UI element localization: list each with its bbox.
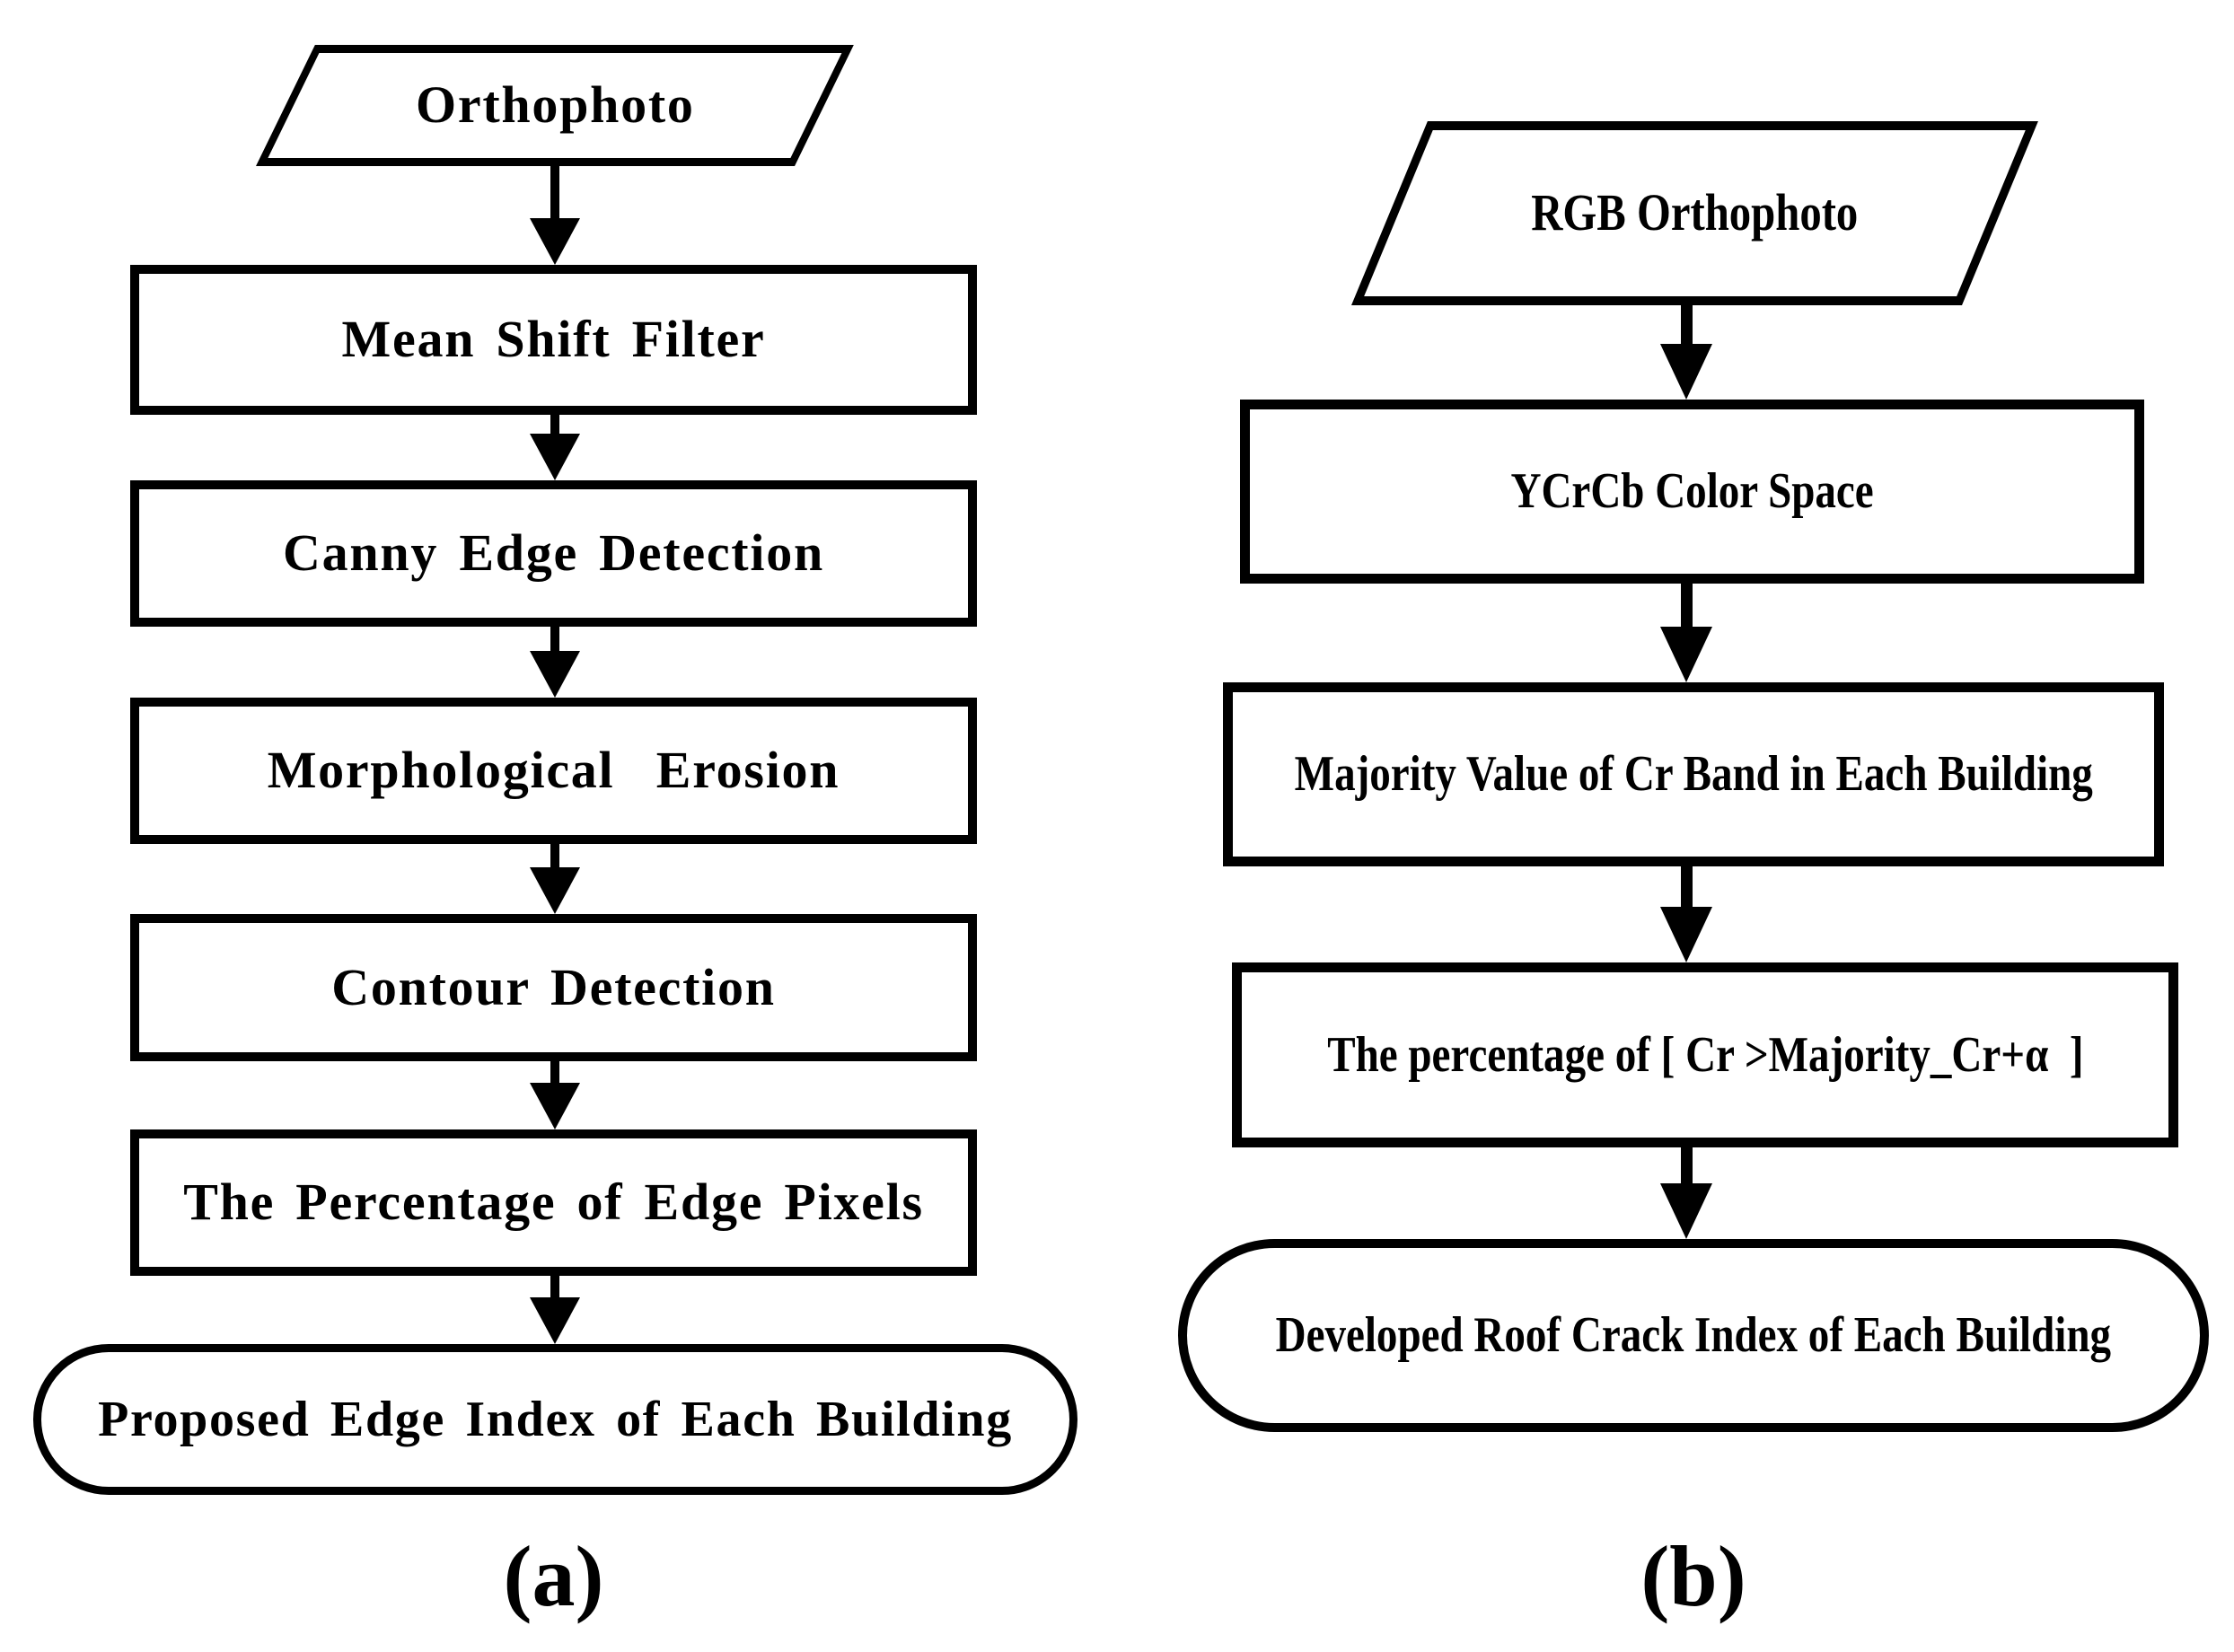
down-arrow xyxy=(1660,584,1712,682)
down-arrow xyxy=(529,844,581,914)
terminator-developed-roof-crack-index: Developed Roof Crack Index of Each Build… xyxy=(1178,1239,2209,1432)
down-arrow xyxy=(529,1061,581,1129)
down-arrow xyxy=(529,415,581,480)
arrow-head-icon xyxy=(530,867,580,914)
process-majority-value-cr-band-label: Majority Value of Cr Band in Each Buildi… xyxy=(1294,746,2093,803)
down-arrow xyxy=(1660,1147,1712,1239)
arrow-head-icon xyxy=(1660,344,1712,400)
io-orthophoto-node: Orthophoto xyxy=(256,45,854,166)
down-arrow xyxy=(1660,866,1712,962)
arrow-stem xyxy=(1680,584,1693,627)
terminator-proposed-edge-index: Proposed Edge Index of Each Building xyxy=(33,1344,1077,1495)
arrow-head-icon xyxy=(530,651,580,698)
arrow-stem xyxy=(550,1061,559,1083)
arrow-head-icon xyxy=(1660,907,1712,962)
process-mean-shift-filter: Mean Shift Filter xyxy=(130,265,977,415)
arrow-stem xyxy=(550,844,559,867)
terminator-developed-roof-crack-index-label: Developed Roof Crack Index of Each Build… xyxy=(1275,1307,2112,1364)
process-percentage-of-edge-pixels-label: The Percentage of Edge Pixels xyxy=(183,1173,924,1232)
process-canny-edge-detection-label: Canny Edge Detection xyxy=(283,523,824,583)
arrow-stem xyxy=(1680,1147,1693,1183)
caption-a: (a) xyxy=(503,1528,604,1624)
process-majority-value-cr-band: Majority Value of Cr Band in Each Buildi… xyxy=(1223,682,2164,866)
arrow-head-icon xyxy=(530,1083,580,1129)
process-percentage-cr-threshold-label: The percentage of [ Cr >Majority_Cr+α ] xyxy=(1326,1026,2084,1083)
process-morphological-erosion-label: Morphological Erosion xyxy=(267,741,840,800)
arrow-head-icon xyxy=(530,218,580,265)
arrow-stem xyxy=(1680,866,1693,907)
io-rgb-orthophoto-node: RGB Orthophoto xyxy=(1351,121,2038,305)
process-morphological-erosion: Morphological Erosion xyxy=(130,698,977,844)
process-mean-shift-filter-label: Mean Shift Filter xyxy=(341,310,766,369)
arrow-stem xyxy=(550,415,559,434)
arrow-head-icon xyxy=(1660,627,1712,682)
process-contour-detection: Contour Detection xyxy=(130,914,977,1061)
arrow-head-icon xyxy=(530,434,580,480)
io-orthophoto-label: Orthophoto xyxy=(415,75,695,135)
io-rgb-orthophoto-label: RGB Orthophoto xyxy=(1531,183,1859,242)
arrow-head-icon xyxy=(530,1297,580,1344)
down-arrow xyxy=(529,166,581,265)
process-canny-edge-detection: Canny Edge Detection xyxy=(130,480,977,627)
down-arrow xyxy=(529,627,581,698)
terminator-proposed-edge-index-label: Proposed Edge Index of Each Building xyxy=(98,1391,1013,1447)
arrow-stem xyxy=(1680,305,1693,344)
down-arrow xyxy=(529,1276,581,1344)
process-percentage-cr-threshold: The percentage of [ Cr >Majority_Cr+α ] xyxy=(1232,962,2178,1147)
process-ycrcb-color-space-label: YCrCb Color Space xyxy=(1510,463,1874,520)
down-arrow xyxy=(1660,305,1712,400)
caption-b: (b) xyxy=(1640,1528,1746,1624)
process-contour-detection-label: Contour Detection xyxy=(331,957,776,1016)
arrow-head-icon xyxy=(1660,1183,1712,1239)
arrow-stem xyxy=(550,627,559,651)
process-percentage-of-edge-pixels: The Percentage of Edge Pixels xyxy=(130,1129,977,1276)
process-ycrcb-color-space: YCrCb Color Space xyxy=(1240,400,2144,584)
arrow-stem xyxy=(550,1276,559,1297)
arrow-stem xyxy=(550,166,559,218)
